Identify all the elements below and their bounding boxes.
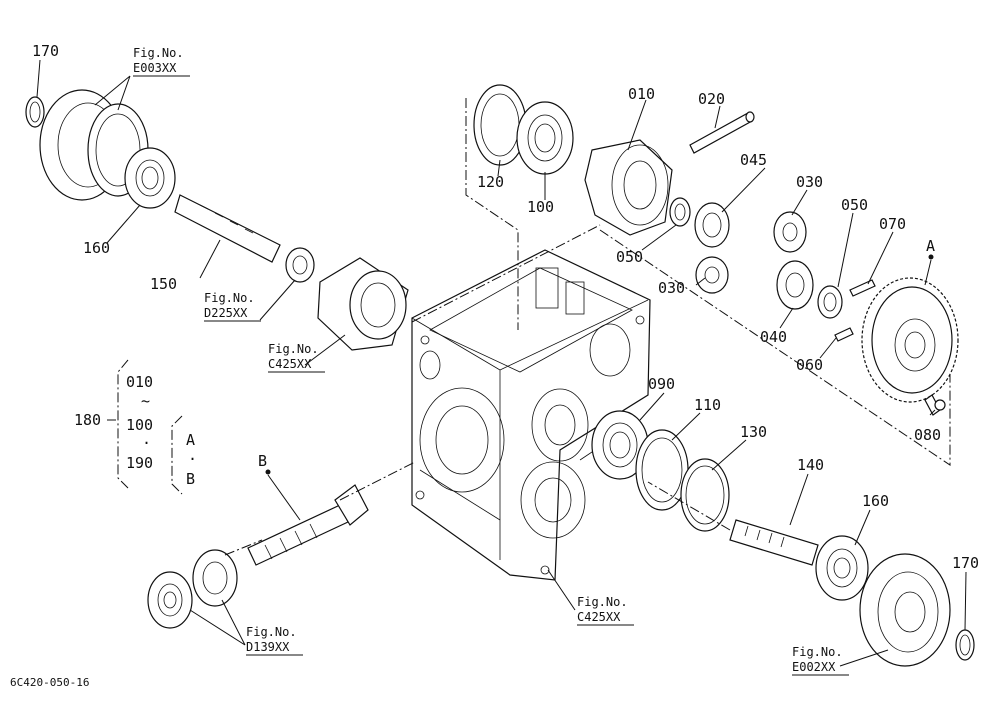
legend-marker-b: B bbox=[186, 470, 195, 488]
figref-c425-upper-label: Fig.No. bbox=[268, 342, 319, 356]
figref-c425-lower-label: Fig.No. bbox=[577, 595, 628, 609]
gearbox-housing bbox=[411, 249, 651, 581]
legend-marker-a: A bbox=[186, 431, 195, 449]
legend-range-end: 190 bbox=[126, 454, 153, 472]
part-160-label-lower: 160 bbox=[862, 492, 889, 510]
legend-range-start: 010 bbox=[126, 373, 153, 391]
part-045-label: 045 bbox=[740, 151, 767, 169]
legend-range-middle: 100 bbox=[126, 416, 153, 434]
figref-e002-label: Fig.No. bbox=[792, 645, 843, 659]
drawing-code-caption: 6C420-050-16 bbox=[10, 676, 89, 689]
part-160-label: 160 bbox=[83, 239, 110, 257]
part-050-label-left: 050 bbox=[616, 248, 643, 266]
part-060-label: 060 bbox=[796, 356, 823, 374]
figref-e003-code: E003XX bbox=[133, 61, 177, 75]
reference-markers: A B bbox=[258, 237, 935, 470]
part-170-label-lower: 170 bbox=[952, 554, 979, 572]
figref-c425-upper-code: C425XX bbox=[268, 357, 312, 371]
part-010-label: 010 bbox=[628, 85, 655, 103]
legend-range-tilde: ~ bbox=[141, 392, 150, 410]
part-070-label: 070 bbox=[879, 215, 906, 233]
part-170-label: 170 bbox=[32, 42, 59, 60]
marker-a: A bbox=[926, 237, 935, 255]
legend-assembly-number: 180 bbox=[74, 411, 101, 429]
part-110-label: 110 bbox=[694, 396, 721, 414]
part-050-label-right: 050 bbox=[841, 196, 868, 214]
part-020-label: 020 bbox=[698, 90, 725, 108]
part-030-label-lower: 030 bbox=[658, 279, 685, 297]
part-140-label: 140 bbox=[797, 456, 824, 474]
marker-b: B bbox=[258, 452, 267, 470]
part-080-label: 080 bbox=[914, 426, 941, 444]
figref-d225-code: D225XX bbox=[204, 306, 248, 320]
part-number-labels: 170 160 150 120 100 010 020 045 030 050 … bbox=[32, 42, 979, 572]
parts-lower-left bbox=[147, 484, 369, 629]
leader-lines bbox=[36, 59, 967, 667]
figref-d225-label: Fig.No. bbox=[204, 291, 255, 305]
legend-dot-1: · bbox=[142, 434, 151, 452]
figure-references: Fig.No. E003XX Fig.No. D225XX Fig.No. C4… bbox=[133, 46, 849, 676]
figref-e003-label: Fig.No. bbox=[133, 46, 184, 60]
parts-lower-right bbox=[591, 410, 975, 667]
part-150-label: 150 bbox=[150, 275, 177, 293]
part-090-label: 090 bbox=[648, 375, 675, 393]
assembly-legend: 180 010 ~ 100 · 190 A · B bbox=[74, 373, 197, 488]
figref-c425-lower-code: C425XX bbox=[577, 610, 621, 624]
part-040-label: 040 bbox=[760, 328, 787, 346]
part-030-label-upper: 030 bbox=[796, 173, 823, 191]
part-130-label: 130 bbox=[740, 423, 767, 441]
part-100-label: 100 bbox=[527, 198, 554, 216]
parts-upper-left bbox=[25, 89, 409, 351]
legend-dot-2: · bbox=[188, 450, 197, 468]
part-120-label: 120 bbox=[477, 173, 504, 191]
figref-d139-label: Fig.No. bbox=[246, 625, 297, 639]
figref-e002-code: E002XX bbox=[792, 660, 836, 674]
parts-differential bbox=[473, 84, 959, 416]
figref-d139-code: D139XX bbox=[246, 640, 290, 654]
